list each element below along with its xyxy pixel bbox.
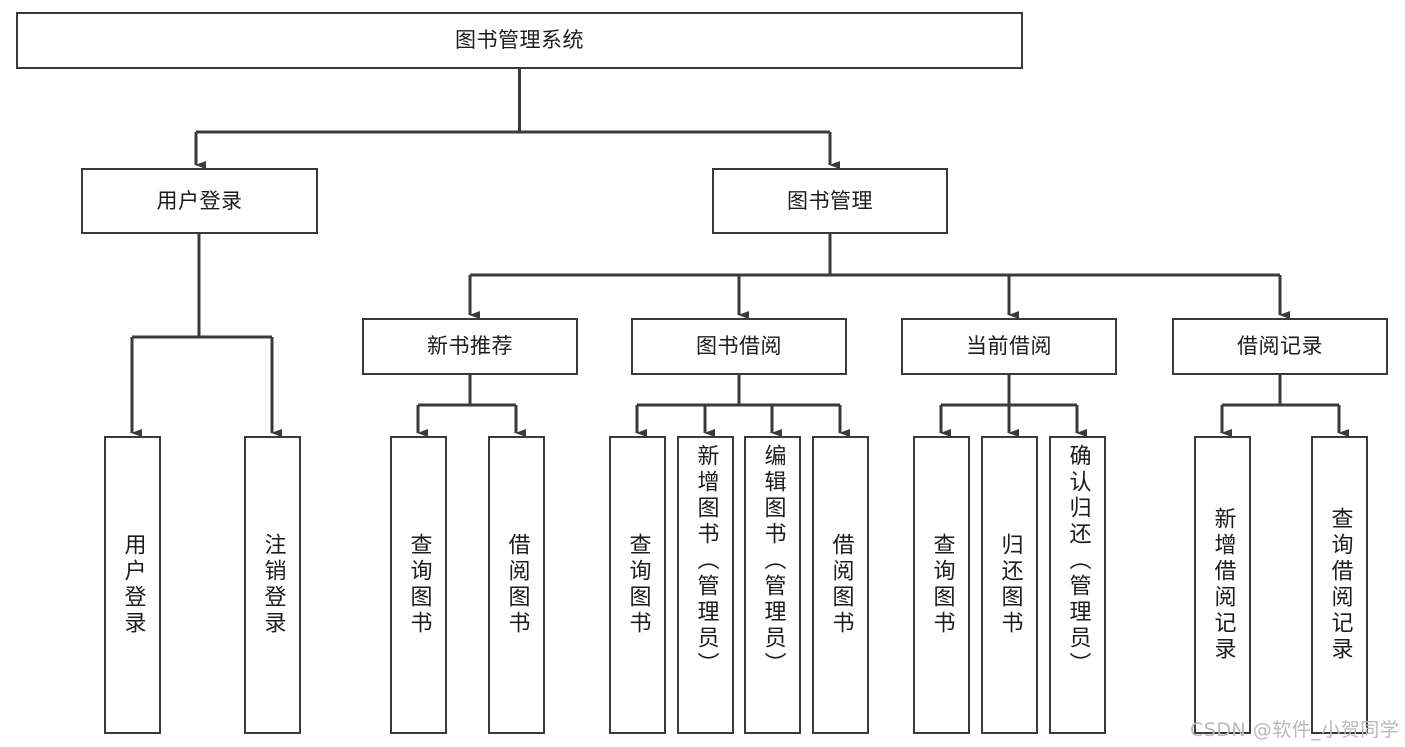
node-leaf-add-record[interactable]: 新增借阅记录 (1194, 436, 1251, 734)
node-new-book-rec[interactable]: 新书推荐 (362, 318, 578, 375)
node-leaf-return-book[interactable]: 归还图书 (981, 436, 1038, 734)
node-leaf-query-record[interactable]: 查询借阅记录 (1311, 436, 1368, 734)
node-leaf-user-login-label: 用户登录 (120, 533, 146, 637)
node-book-borrow[interactable]: 图书借阅 (631, 318, 847, 375)
node-leaf-query-book-3[interactable]: 查询图书 (913, 436, 970, 734)
node-leaf-query-book-1-label: 查询图书 (406, 533, 432, 637)
node-current-borrow-label: 当前借阅 (966, 334, 1052, 359)
node-user-login[interactable]: 用户登录 (81, 168, 318, 234)
node-leaf-query-record-label: 查询借阅记录 (1327, 507, 1353, 663)
node-borrow-record[interactable]: 借阅记录 (1172, 318, 1388, 375)
node-leaf-add-record-label: 新增借阅记录 (1210, 507, 1236, 663)
node-borrow-record-label: 借阅记录 (1237, 334, 1323, 359)
node-book-manage-label: 图书管理 (787, 188, 873, 213)
node-leaf-user-logout-label: 注销登录 (260, 533, 286, 637)
node-leaf-confirm-return[interactable]: 确认归还（管理员） (1049, 436, 1106, 734)
node-leaf-query-book-2[interactable]: 查询图书 (609, 436, 666, 734)
node-leaf-query-book-3-label: 查询图书 (929, 533, 955, 637)
node-book-manage[interactable]: 图书管理 (712, 168, 948, 234)
node-leaf-user-logout[interactable]: 注销登录 (244, 436, 301, 734)
node-leaf-borrow-book-2[interactable]: 借阅图书 (812, 436, 869, 734)
node-root[interactable]: 图书管理系统 (16, 12, 1023, 69)
node-leaf-user-login[interactable]: 用户登录 (104, 436, 161, 734)
node-user-login-label: 用户登录 (156, 188, 243, 213)
node-leaf-query-book-2-label: 查询图书 (625, 533, 651, 637)
node-root-label: 图书管理系统 (455, 28, 584, 53)
node-current-borrow[interactable]: 当前借阅 (901, 318, 1117, 375)
node-leaf-confirm-return-label: 确认归还（管理员） (1065, 444, 1091, 678)
node-book-borrow-label: 图书借阅 (696, 334, 782, 359)
node-leaf-borrow-book-2-label: 借阅图书 (828, 533, 854, 637)
node-leaf-edit-book[interactable]: 编辑图书（管理员） (744, 436, 801, 734)
node-leaf-add-book[interactable]: 新增图书（管理员） (677, 436, 734, 734)
node-leaf-edit-book-label: 编辑图书（管理员） (760, 444, 786, 678)
node-leaf-borrow-book-1-label: 借阅图书 (504, 533, 530, 637)
node-leaf-return-book-label: 归还图书 (997, 533, 1023, 637)
node-leaf-add-book-label: 新增图书（管理员） (693, 444, 719, 678)
node-new-book-rec-label: 新书推荐 (427, 334, 513, 359)
node-leaf-borrow-book-1[interactable]: 借阅图书 (488, 436, 545, 734)
node-leaf-query-book-1[interactable]: 查询图书 (390, 436, 447, 734)
